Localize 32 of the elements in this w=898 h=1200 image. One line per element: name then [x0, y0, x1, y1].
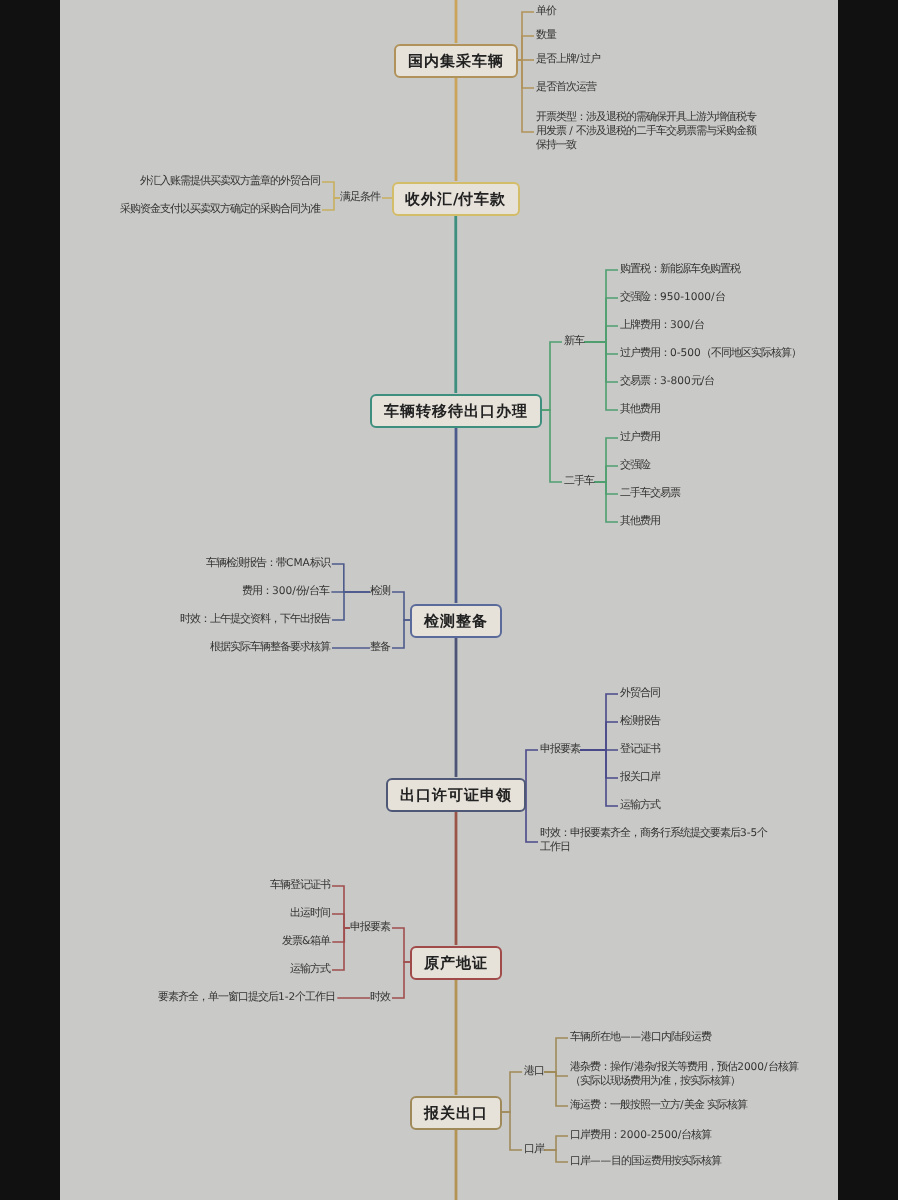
- connector-line: [336, 997, 371, 999]
- connector-line: [579, 749, 619, 807]
- connector-line: [454, 77, 458, 181]
- connector-line: [331, 591, 371, 621]
- connector-line: [543, 1071, 569, 1107]
- connector-line: [517, 59, 535, 61]
- connector-line: [454, 0, 458, 43]
- connector-line: [583, 341, 619, 411]
- connector-line: [543, 1149, 569, 1163]
- connector-line: [501, 1111, 523, 1151]
- connector-line: [593, 481, 619, 523]
- connector-line: [381, 197, 395, 199]
- connector-line: [391, 591, 411, 621]
- connector-line: [331, 647, 371, 649]
- connector-line: [391, 961, 411, 999]
- connector-line: [331, 913, 351, 929]
- connector-line: [517, 35, 535, 61]
- connector-line: [391, 927, 411, 963]
- connector-line: [321, 181, 341, 199]
- connector-line: [454, 637, 458, 777]
- connector-line: [454, 1129, 458, 1200]
- connector-line: [454, 427, 458, 603]
- connector-line: [517, 59, 535, 133]
- connector-line: [391, 619, 411, 649]
- connector-line: [454, 979, 458, 1095]
- connector-line: [331, 927, 351, 971]
- connector-line: [454, 811, 458, 945]
- connector-line: [525, 793, 539, 843]
- connector-line: [321, 197, 341, 211]
- connector-line: [454, 215, 458, 393]
- connector-line: [525, 749, 539, 795]
- connector-line: [541, 409, 563, 483]
